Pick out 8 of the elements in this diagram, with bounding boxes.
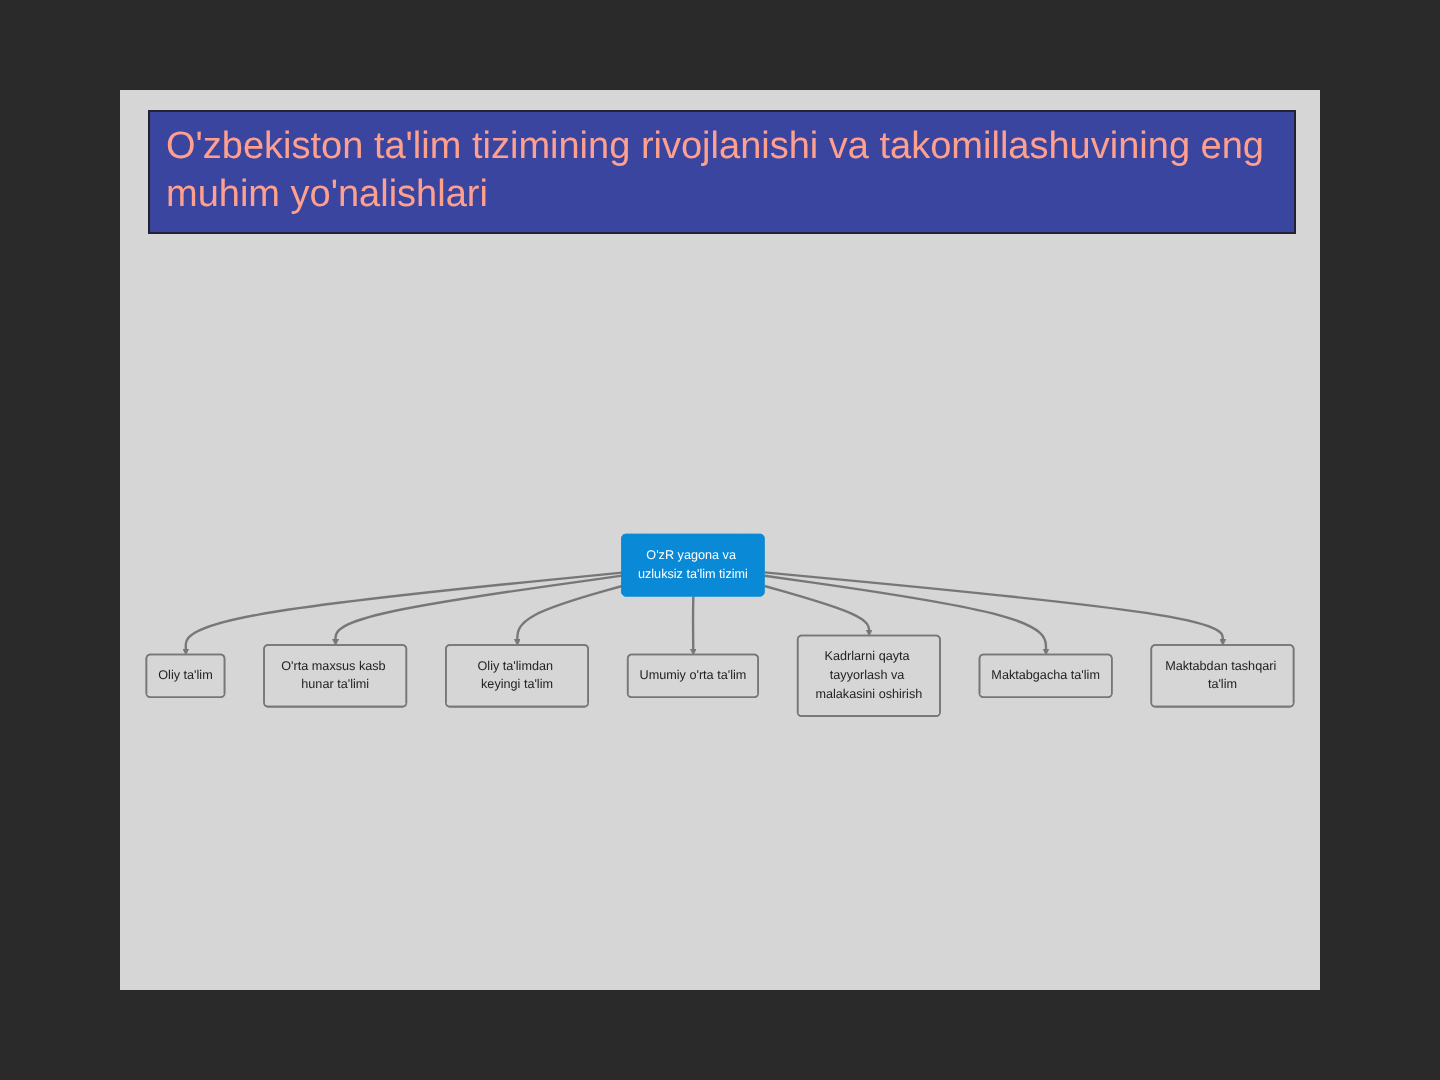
arrow xyxy=(764,574,1050,655)
slide-title: O'zbekiston ta'lim tizimining rivojlanishi va takomillashuvining eng muhim yo'nalishlari xyxy=(148,110,1296,233)
arrow xyxy=(689,596,697,655)
arrow xyxy=(182,571,623,655)
arrow xyxy=(764,570,1227,646)
arrow xyxy=(764,584,873,636)
arrow xyxy=(513,584,623,646)
arrow xyxy=(332,574,623,646)
